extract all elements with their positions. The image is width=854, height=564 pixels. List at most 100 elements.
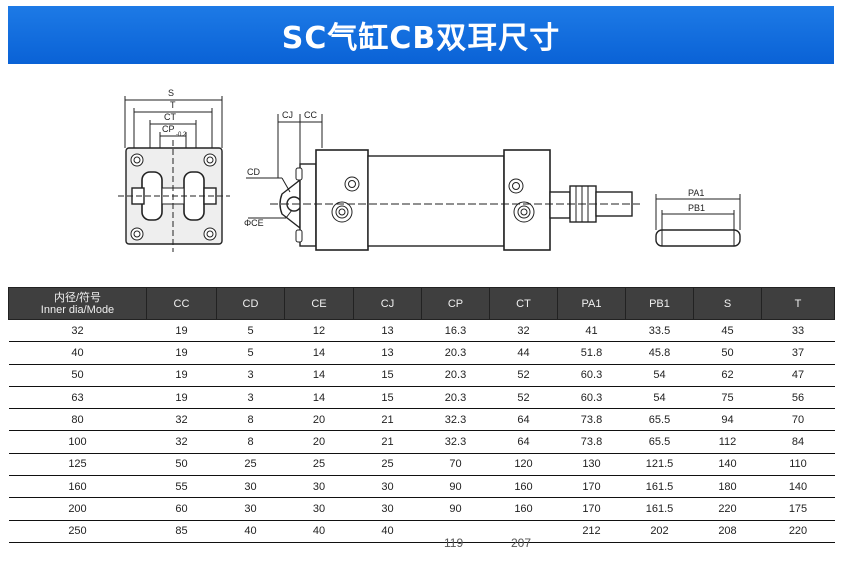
table-cell: 64 bbox=[489, 408, 558, 432]
table-cell: 30 bbox=[353, 475, 422, 499]
table-cell: 56 bbox=[761, 386, 835, 410]
table-cell: 44 bbox=[489, 341, 558, 365]
column-header: S bbox=[693, 287, 762, 320]
dim-label-t: T bbox=[170, 100, 176, 110]
dim-label-cd: CD bbox=[247, 167, 260, 177]
table-cell: 32 bbox=[146, 408, 217, 432]
table-cell: 65.5 bbox=[625, 430, 694, 454]
table-cell: 85 bbox=[146, 520, 217, 543]
table-cell: 25 bbox=[216, 453, 285, 477]
dim-label-ce: ΦCE bbox=[244, 218, 264, 228]
table-cell: 14 bbox=[284, 364, 354, 387]
page-number: 207 bbox=[511, 536, 532, 550]
column-header: CC bbox=[146, 287, 217, 320]
dim-label-ct: CT bbox=[164, 112, 176, 122]
table-cell-bore: 80 bbox=[8, 408, 147, 432]
table-cell: 161.5 bbox=[625, 497, 694, 521]
end-view bbox=[118, 96, 230, 252]
table-cell: 45.8 bbox=[625, 341, 694, 365]
table-cell: 90 bbox=[421, 497, 490, 521]
table-cell-bore: 100 bbox=[8, 430, 147, 454]
table-cell: 25 bbox=[284, 453, 354, 477]
page-number: 119 bbox=[444, 536, 464, 550]
table-cell: 84 bbox=[761, 430, 835, 454]
table-cell: 3 bbox=[216, 364, 285, 387]
table-cell: 75 bbox=[693, 386, 762, 410]
table-cell: 14 bbox=[284, 386, 354, 410]
table-cell-bore: 200 bbox=[8, 497, 147, 521]
table-cell: 40 bbox=[353, 520, 422, 543]
dim-label-pb1: PB1 bbox=[688, 203, 705, 213]
table-cell: 62 bbox=[693, 364, 762, 387]
dim-label-s: S bbox=[168, 88, 174, 98]
table-cell: 33.5 bbox=[625, 319, 694, 343]
table-cell: 20 bbox=[284, 408, 354, 432]
column-header: CJ bbox=[353, 287, 422, 320]
table-cell: 30 bbox=[284, 497, 354, 521]
table-cell: 41 bbox=[557, 319, 626, 343]
table-cell: 8 bbox=[216, 408, 285, 432]
title-banner: SC气缸CB双耳尺寸 bbox=[8, 6, 834, 64]
column-header: CT bbox=[489, 287, 558, 320]
table-cell: 94 bbox=[693, 408, 762, 432]
table-cell: 50 bbox=[146, 453, 217, 477]
table-cell: 170 bbox=[557, 475, 626, 499]
table-cell: 20.3 bbox=[421, 341, 490, 365]
table-cell: 140 bbox=[761, 475, 835, 499]
table-cell: 14 bbox=[284, 341, 354, 365]
table-cell: 220 bbox=[693, 497, 762, 521]
table-cell: 15 bbox=[353, 386, 422, 410]
dim-label-cc: CC bbox=[304, 110, 317, 120]
table-cell: 212 bbox=[557, 520, 626, 543]
table-cell: 13 bbox=[353, 341, 422, 365]
table-cell: 30 bbox=[284, 475, 354, 499]
table-cell: 33 bbox=[761, 319, 835, 343]
table-cell: 175 bbox=[761, 497, 835, 521]
cylinder-side-view bbox=[246, 114, 640, 251]
table-cell: 52 bbox=[489, 386, 558, 410]
table-cell: 32 bbox=[146, 430, 217, 454]
table-cell: 70 bbox=[761, 408, 835, 432]
table-cell: 45 bbox=[693, 319, 762, 343]
dim-label-cp: CP bbox=[162, 124, 175, 134]
table-cell: 32.3 bbox=[421, 408, 490, 432]
table-cell: 20.3 bbox=[421, 386, 490, 410]
table-cell: 161.5 bbox=[625, 475, 694, 499]
table-cell: 40 bbox=[284, 520, 354, 543]
table-cell: 47 bbox=[761, 364, 835, 387]
table-cell bbox=[489, 520, 558, 543]
table-cell: 60.3 bbox=[557, 386, 626, 410]
table-cell: 40 bbox=[216, 520, 285, 543]
table-cell-bore: 250 bbox=[8, 520, 147, 543]
table-cell: 21 bbox=[353, 430, 422, 454]
table-cell: 30 bbox=[216, 497, 285, 521]
table-cell: 170 bbox=[557, 497, 626, 521]
column-header: CP bbox=[421, 287, 490, 320]
table-cell: 15 bbox=[353, 364, 422, 387]
column-header: CD bbox=[216, 287, 285, 320]
table-cell: 60.3 bbox=[557, 364, 626, 387]
table-cell: 3 bbox=[216, 386, 285, 410]
table-cell: 5 bbox=[216, 341, 285, 365]
table-cell: 19 bbox=[146, 341, 217, 365]
table-cell-bore: 63 bbox=[8, 386, 147, 410]
table-cell: 8 bbox=[216, 430, 285, 454]
table-cell: 110 bbox=[761, 453, 835, 477]
table-cell: 180 bbox=[693, 475, 762, 499]
page-title: SC气缸CB双耳尺寸 bbox=[281, 21, 561, 56]
dim-label-cp-tolerance: -0.2 bbox=[176, 132, 187, 138]
table-cell: 19 bbox=[146, 364, 217, 387]
table-cell: 5 bbox=[216, 319, 285, 343]
column-header: CE bbox=[284, 287, 354, 320]
table-cell: 220 bbox=[761, 520, 835, 543]
table-cell: 64 bbox=[489, 430, 558, 454]
table-cell: 19 bbox=[146, 319, 217, 343]
table-cell: 20 bbox=[284, 430, 354, 454]
